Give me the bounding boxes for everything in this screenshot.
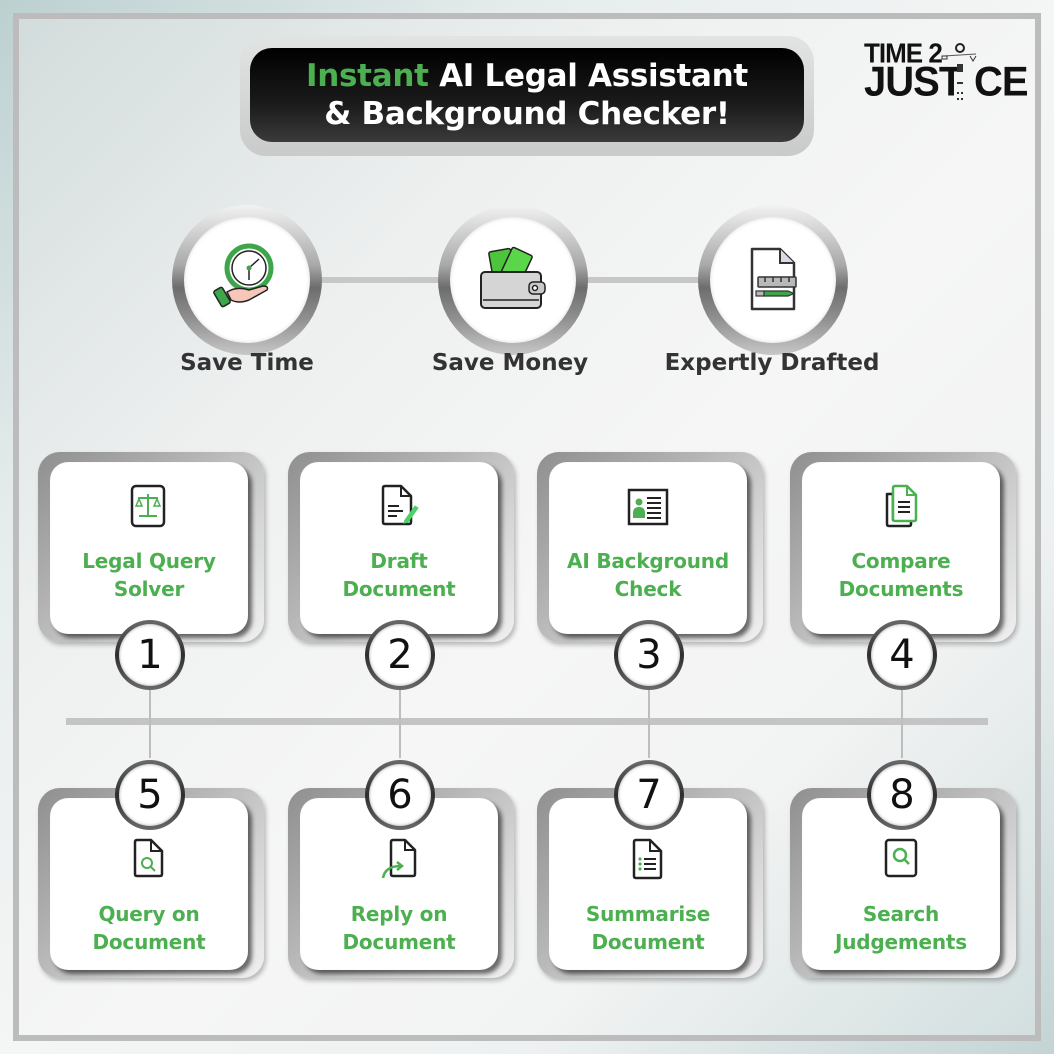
feature-card-ai-background-check[interactable]: AI Background Check: [537, 452, 763, 642]
feature-label-line-2: Check: [614, 577, 682, 601]
brand-line-2-right: CE: [974, 58, 1029, 106]
copy-documents-icon: [885, 484, 918, 528]
timeline-connector: [399, 688, 401, 758]
document-ruler-pencil-icon: [750, 247, 797, 311]
title-line-1-rest: AI Legal Assistant: [428, 58, 748, 94]
title-line-2: & Background Checker!: [324, 96, 730, 132]
feature-label-line-1: Compare: [851, 549, 951, 573]
feature-label-line-2: Document: [342, 577, 456, 601]
feature-card-draft-document[interactable]: Draft Document: [288, 452, 514, 642]
id-card-icon: [627, 488, 669, 526]
benefit-ring-save-money: [438, 205, 588, 355]
feature-label-line-2: Document: [92, 930, 206, 954]
benefit-ring-save-time: [172, 205, 322, 355]
timeline-connector: [149, 688, 151, 758]
lady-justice-icon: [941, 43, 977, 100]
feature-label-line-2: Solver: [113, 577, 185, 601]
feature-label-line-2: Document: [591, 930, 705, 954]
feature-label-line-2: Documents: [838, 577, 964, 601]
brand-logo: TIME 2 JUST CE: [864, 37, 1029, 108]
feature-label-line-1: Summarise: [585, 902, 711, 926]
wallet-money-icon: [480, 246, 546, 309]
feature-label-line-2: Judgements: [835, 930, 967, 954]
benefit-label-expertly-drafted: Expertly Drafted: [664, 350, 880, 376]
timeline-connector: [901, 688, 903, 758]
brand-line-2-left: JUST: [864, 58, 963, 106]
step-badge-6: 6: [365, 760, 435, 830]
feature-label-line-2: Document: [342, 930, 456, 954]
benefit-connector: [570, 277, 720, 283]
timeline-connector: [648, 688, 650, 758]
benefit-label-save-time: Save Time: [180, 350, 314, 376]
feature-label-line-1: Draft: [370, 549, 428, 573]
step-badge-2: 2: [365, 620, 435, 690]
step-badge-5: 5: [115, 760, 185, 830]
feature-label-line-1: AI Background: [567, 549, 729, 573]
benefit-label-save-money: Save Money: [431, 350, 589, 376]
feature-card-compare-documents[interactable]: Compare Documents: [790, 452, 1016, 642]
document-search-icon: [133, 838, 164, 878]
feature-label-line-1: Query on: [98, 902, 200, 926]
feature-label-line-1: Reply on: [350, 902, 448, 926]
timeline-divider: [66, 718, 988, 725]
step-badge-3: 3: [614, 620, 684, 690]
title-line-1: Instant AI Legal Assistant: [306, 57, 748, 95]
clock-hand-icon: [213, 243, 274, 308]
step-badge-1: 1: [115, 620, 185, 690]
benefit-ring-expertly-drafted: [698, 205, 848, 355]
document-reply-icon: [381, 838, 417, 879]
search-judgement-icon: [884, 838, 918, 878]
page-title: Instant AI Legal Assistant & Background …: [250, 48, 804, 142]
document-list-icon: [632, 838, 663, 880]
feature-card-legal-query-solver[interactable]: Legal Query Solver: [38, 452, 264, 642]
scales-document-icon: [130, 484, 166, 528]
benefit-connector: [305, 277, 455, 283]
feature-label-line-1: Search: [862, 902, 940, 926]
step-badge-8: 8: [867, 760, 937, 830]
title-accent: Instant: [306, 58, 429, 94]
step-badge-4: 4: [867, 620, 937, 690]
document-pen-icon: [381, 484, 419, 526]
brand-line-1: TIME 2: [864, 37, 943, 69]
step-badge-7: 7: [614, 760, 684, 830]
feature-label-line-1: Legal Query: [82, 549, 216, 573]
